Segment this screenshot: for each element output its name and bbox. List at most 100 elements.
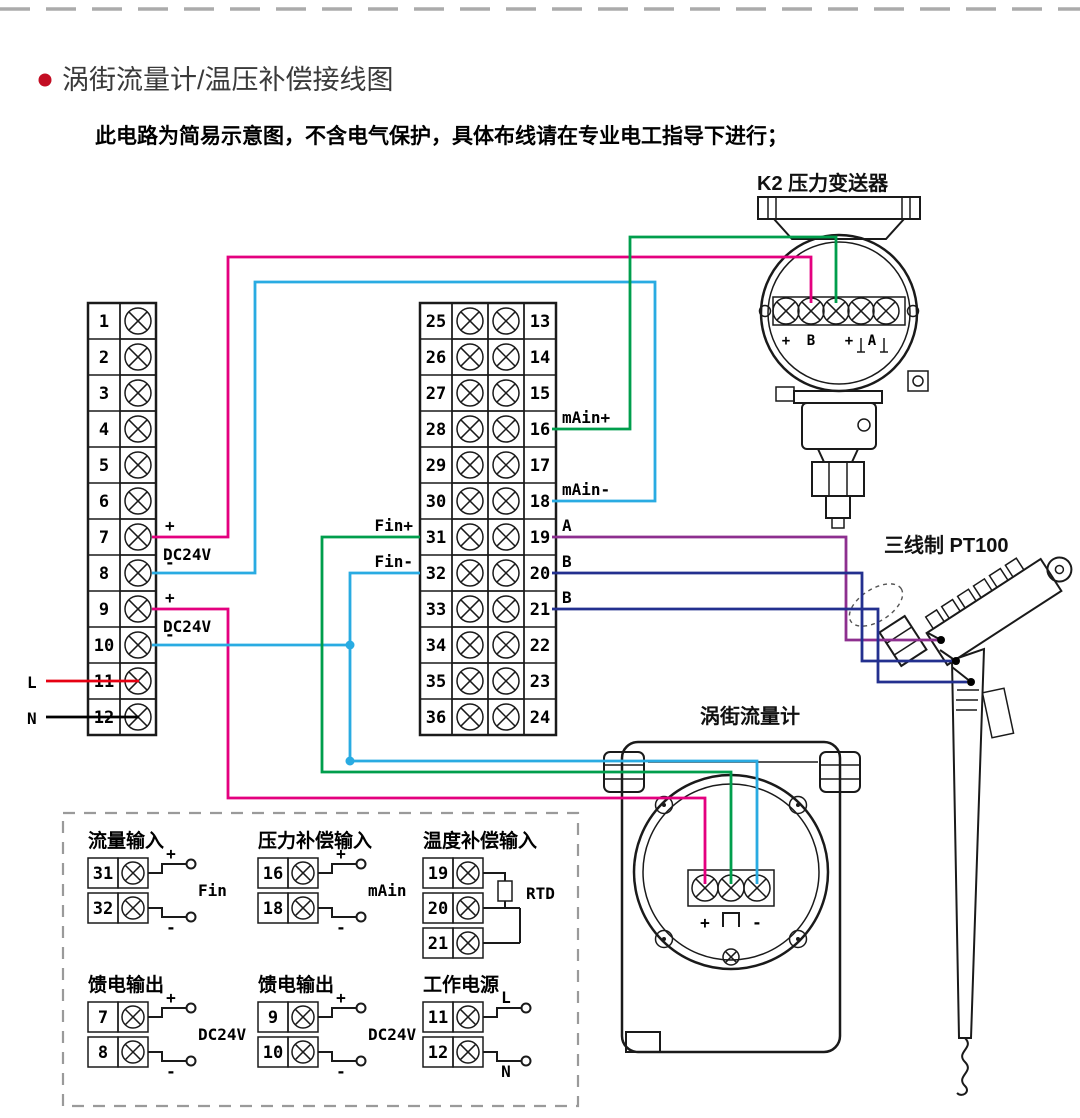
- wire-junction-dot: [345, 640, 355, 650]
- terminal-number: 9: [99, 600, 109, 620]
- page-subtitle: 此电路为简易示意图，不含电气保护，具体布线请在专业电工指导下进行；: [95, 124, 788, 148]
- xmtr-terminal-b: B: [807, 333, 815, 349]
- terminal-number: 35: [426, 672, 446, 692]
- legend-terminal-number: 12: [428, 1043, 448, 1063]
- terminal-number: 15: [530, 384, 550, 404]
- legend-signal-label: DC24V: [198, 1025, 247, 1044]
- legend-terminal-number: 11: [428, 1008, 448, 1028]
- wire-main-minus: [152, 280, 657, 575]
- legend-signal-label: DC24V: [368, 1025, 417, 1044]
- dc24v-1-minus-label: -: [165, 553, 175, 572]
- pressure-transmitter: K2 压力变送器 + B + A: [757, 171, 929, 529]
- middle-terminal-block: 25 26 27 28 29 30 31 32 33 34 35 36 13 1…: [374, 301, 611, 737]
- terminal-number: 34: [426, 636, 446, 656]
- terminal-number: 1: [99, 312, 109, 332]
- legend-terminal-number: 21: [428, 934, 448, 954]
- terminal-number: 14: [530, 348, 550, 368]
- left-terminal-block: 1 2 3 4 5 6 7 8 9 10 11 12 + DC24V - + D…: [27, 301, 212, 737]
- legend-title: 温度补偿输入: [423, 829, 537, 852]
- wires: [46, 235, 967, 884]
- legend-line-l: L: [501, 988, 511, 1007]
- legend-terminal-number: 7: [98, 1008, 108, 1028]
- legend-line-n: N: [501, 1062, 511, 1081]
- legend-plus: +: [336, 988, 346, 1007]
- terminal-number: 36: [426, 708, 446, 728]
- terminal-number: 3: [99, 384, 109, 404]
- legend-minus: -: [166, 1062, 176, 1081]
- legend-terminal-number: 8: [98, 1043, 108, 1063]
- page-title: 涡街流量计/温压补偿接线图: [62, 65, 394, 95]
- title-bullet-icon: [38, 73, 52, 87]
- terminal-number: 25: [426, 312, 446, 332]
- pressure-transmitter-label: K2 压力变送器: [757, 171, 889, 195]
- legend-minus: -: [166, 918, 176, 937]
- terminal-number: 26: [426, 348, 446, 368]
- wire-fin-minus: [348, 571, 759, 884]
- rtd-b2-label: B: [562, 588, 572, 607]
- terminal-number: 10: [94, 636, 114, 656]
- legend-terminal-number: 9: [268, 1008, 278, 1028]
- flowmeter-terminal-plus: +: [700, 913, 710, 932]
- legend-terminal-number: 16: [263, 864, 283, 884]
- terminal-number: 18: [530, 492, 550, 512]
- terminal-number: 31: [426, 528, 446, 548]
- fin-minus-label: Fin-: [374, 552, 413, 571]
- terminal-number: 5: [99, 456, 109, 476]
- legend-plus: +: [336, 844, 346, 863]
- wire-24v1-plus: [152, 255, 813, 539]
- legend-title: 压力补偿输入: [258, 829, 372, 852]
- line-l-label: L: [27, 673, 37, 692]
- terminal-number: 4: [99, 420, 109, 440]
- terminal-number: 24: [530, 708, 550, 728]
- main-minus-label: mAin-: [562, 480, 610, 499]
- wire-pt100-b2: [552, 607, 967, 684]
- flowmeter-terminal-minus: -: [752, 913, 762, 932]
- legend-title: 工作电源: [423, 973, 499, 996]
- terminal-number: 29: [426, 456, 446, 476]
- legend-minus: -: [336, 918, 346, 937]
- xmtr-terminal-a: A: [868, 333, 877, 349]
- terminal-number: 8: [99, 564, 109, 584]
- wire-pt100-a: [552, 535, 937, 642]
- terminal-number: 6: [99, 492, 109, 512]
- rtd-a-label: A: [562, 516, 572, 535]
- dc24v-2-label: DC24V: [163, 617, 212, 636]
- terminal-number: 7: [99, 528, 109, 548]
- legend-terminal-number: 20: [428, 899, 448, 919]
- legend-title: 馈电输出: [258, 973, 334, 996]
- vortex-flowmeter: 涡街流量计 + -: [603, 704, 861, 1054]
- legend-terminal-number: 18: [263, 899, 283, 919]
- legend-title: 馈电输出: [88, 973, 164, 996]
- xmtr-terminal-plus2: +: [845, 333, 853, 349]
- wire-junction-dot: [345, 756, 355, 766]
- legend-box: 流量输入 31 32 + - Fin 压力补偿输入 16 18 + - mAin…: [61, 811, 580, 1108]
- wire-pt100-b1: [552, 571, 952, 663]
- terminal-number: 17: [530, 456, 550, 476]
- legend-minus: -: [336, 1062, 346, 1081]
- terminal-number: 19: [530, 528, 550, 548]
- terminal-number: 30: [426, 492, 446, 512]
- dc24v-1-label: DC24V: [163, 545, 212, 564]
- line-n-label: N: [27, 709, 37, 728]
- legend-signal-label: mAin: [368, 881, 407, 900]
- legend-title: 流量输入: [88, 829, 164, 852]
- main-plus-label: mAin+: [562, 408, 611, 427]
- fin-plus-label: Fin+: [374, 516, 413, 535]
- legend-terminal-number: 32: [93, 899, 113, 919]
- pt100-label: 三线制 PT100: [884, 533, 1008, 557]
- terminal-number: 2: [99, 348, 109, 368]
- terminal-number: 33: [426, 600, 446, 620]
- legend-signal-label: Fin: [198, 881, 227, 900]
- pt100-sensor: 三线制 PT100: [848, 533, 1073, 1096]
- legend-signal-label: RTD: [526, 884, 555, 903]
- rtd-b1-label: B: [562, 552, 572, 571]
- legend-terminal-number: 31: [93, 864, 113, 884]
- dc24v-2-plus-label: +: [165, 588, 175, 607]
- rtd-resistor-icon: [497, 880, 513, 902]
- xmtr-terminal-plus1: +: [782, 333, 790, 349]
- terminal-number: 13: [530, 312, 550, 332]
- legend-plus: +: [166, 844, 176, 863]
- terminal-number: 23: [530, 672, 550, 692]
- flowmeter-terminal-ground-icon: [722, 912, 740, 927]
- vortex-flowmeter-label: 涡街流量计: [700, 704, 800, 728]
